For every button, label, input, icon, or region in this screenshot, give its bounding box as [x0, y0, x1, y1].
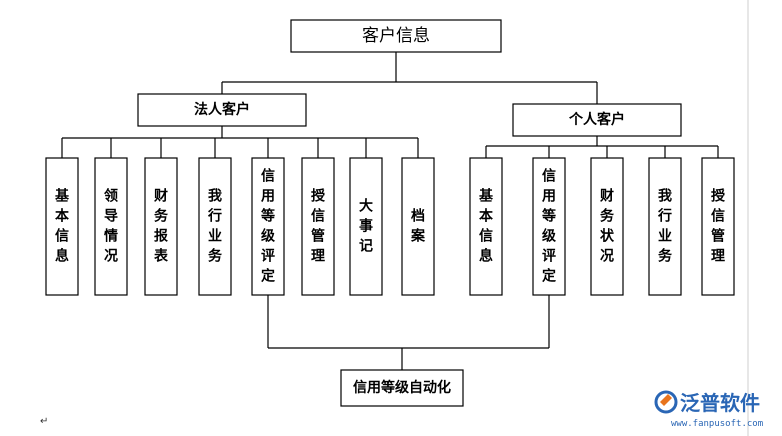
leaf-node: 财务状况 [590, 157, 624, 296]
leaf-label: 基本信息 [479, 188, 494, 265]
individual-customer-label: 个人客户 [568, 111, 625, 128]
leaf-node: 信用等级评定 [251, 157, 285, 296]
leaf-node: 授信管理 [701, 157, 735, 296]
leaf-label: 大事记 [359, 198, 373, 255]
leaf-label: 基本信息 [55, 188, 70, 265]
automation-label: 信用等级自动化 [353, 379, 451, 396]
leaf-label: 领导情况 [104, 188, 118, 265]
root-label: 客户信息 [362, 26, 430, 46]
root-node: 客户信息 [290, 19, 502, 53]
leaf-label: 我行业务 [207, 189, 223, 265]
leaf-label: 信用等级评定 [542, 168, 557, 285]
leaf-node: 基本信息 [469, 157, 503, 296]
legal-customer-label: 法人客户 [194, 101, 250, 118]
leaf-node: 领导情况 [94, 157, 128, 296]
leaf-label: 财务状况 [599, 188, 615, 265]
leaf-label: 授信管理 [311, 188, 326, 265]
leaf-label: 我行业务 [657, 189, 673, 265]
logo-url: www.fanpusoft.com [671, 419, 763, 429]
leaf-node: 信用等级评定 [532, 157, 566, 296]
paragraph-mark-icon: ↵ [40, 416, 49, 427]
leaf-label: 信用等级评定 [261, 168, 276, 285]
legal-customer-node: 法人客户 [137, 93, 307, 127]
individual-customer-children: 基本信息 信用等级评定 财务状况 我行业务 授信管理 [469, 157, 735, 296]
leaf-node: 财务报表 [144, 157, 178, 296]
individual-customer-node: 个人客户 [512, 103, 682, 137]
leaf-label: 授信管理 [711, 188, 726, 265]
logo-name: 泛普软件 [680, 391, 760, 415]
legal-customer-children: 基本信息 领导情况 财务报表 我行业务 信用等级评定 授信管理 大事记 档案 [45, 157, 435, 296]
leaf-label: 财务报表 [153, 188, 169, 265]
leaf-node: 档案 [401, 157, 435, 296]
leaf-node: 我行业务 [198, 157, 232, 296]
leaf-node: 我行业务 [648, 157, 682, 296]
brand-logo: 泛普软件 www.fanpusoft.com [654, 390, 763, 429]
leaf-node: 基本信息 [45, 157, 79, 296]
leaf-node: 授信管理 [301, 157, 335, 296]
leaf-label: 档案 [410, 208, 426, 245]
connectors [61, 52, 719, 370]
logo-icon [654, 390, 678, 414]
automation-node: 信用等级自动化 [340, 369, 464, 407]
leaf-node: 大事记 [349, 157, 383, 296]
